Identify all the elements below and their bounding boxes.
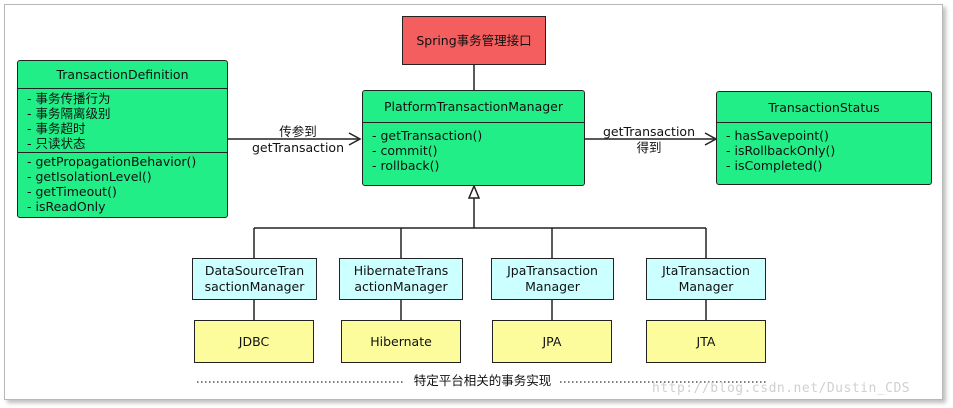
attribute-item: - 事务隔离级别 xyxy=(27,106,111,121)
transaction-definition-methods: - getPropagationBehavior() - getIsolatio… xyxy=(18,152,227,214)
method-item: - rollback() xyxy=(372,158,440,173)
method-item: - commit() xyxy=(372,143,438,158)
transaction-definition-box: TransactionDefinition - 事务传播行为 - 事务隔离级别 … xyxy=(17,60,228,218)
pass-param-line: getTransaction xyxy=(251,140,345,155)
manager-name-line: HibernateTrans xyxy=(353,263,449,278)
footer-note: 特定平台相关的事务实现 xyxy=(413,373,552,388)
method-item: - getIsolationLevel() xyxy=(27,169,152,184)
get-status-line: getTransaction xyxy=(602,124,696,139)
method-item: - isReadOnly xyxy=(27,199,106,214)
datasource-transaction-manager-box: DataSourceTran sactionManager xyxy=(192,258,317,300)
manager-name-line: Manager xyxy=(678,279,734,294)
method-item: - getTimeout() xyxy=(27,184,117,199)
jta-box: JTA xyxy=(646,320,766,363)
attribute-item: - 只读状态 xyxy=(27,136,86,151)
manager-name-line: JtaTransaction xyxy=(662,263,750,278)
platform-transaction-manager-box: PlatformTransactionManager - getTransact… xyxy=(362,90,585,186)
method-item: - isRollbackOnly() xyxy=(726,143,836,158)
spring-interface-box: Spring事务管理接口 xyxy=(402,16,546,65)
tech-label: JTA xyxy=(696,333,716,349)
transaction-definition-title: TransactionDefinition xyxy=(18,61,227,89)
method-item: - isCompleted() xyxy=(726,158,823,173)
jta-transaction-manager-box: JtaTransaction Manager xyxy=(646,258,766,300)
method-item: - getPropagationBehavior() xyxy=(27,154,197,169)
jdbc-box: JDBC xyxy=(194,320,314,363)
definition-arrowhead xyxy=(348,132,362,146)
get-status-line: 得到 xyxy=(636,140,662,155)
pass-param-line: 传参到 xyxy=(279,124,317,139)
spring-interface-label: Spring事务管理接口 xyxy=(416,32,532,48)
jpa-transaction-manager-box: JpaTransaction Manager xyxy=(491,258,614,300)
transaction-definition-attributes: - 事务传播行为 - 事务隔离级别 - 事务超时 - 只读状态 xyxy=(18,89,227,152)
pass-param-label: 传参到 getTransaction xyxy=(246,124,350,156)
manager-name-line: DataSourceTran xyxy=(204,263,305,278)
transaction-status-box: TransactionStatus - hasSavepoint() - isR… xyxy=(716,91,932,185)
jpa-box: JPA xyxy=(492,320,612,363)
manager-name-line: actionManager xyxy=(354,279,448,294)
hibernate-box: Hibernate xyxy=(341,320,461,363)
platform-transaction-manager-methods: - getTransaction() - commit() - rollback… xyxy=(363,123,584,173)
method-item: - hasSavepoint() xyxy=(726,128,829,143)
method-item: - getTransaction() xyxy=(372,128,483,143)
tech-label: JDBC xyxy=(238,333,270,349)
inheritance-triangle xyxy=(467,184,481,199)
watermark-text: http://blog.csdn.net/Dustin_CDS xyxy=(652,381,911,396)
manager-name-line: JpaTransaction xyxy=(507,263,598,278)
transaction-status-title: TransactionStatus xyxy=(717,92,931,123)
attribute-item: - 事务超时 xyxy=(27,121,86,136)
transaction-status-methods: - hasSavepoint() - isRollbackOnly() - is… xyxy=(717,123,931,173)
platform-transaction-manager-title: PlatformTransactionManager xyxy=(363,91,584,123)
tech-label: JPA xyxy=(542,333,562,349)
attribute-item: - 事务传播行为 xyxy=(27,91,111,106)
manager-name-line: sactionManager xyxy=(204,279,305,294)
tech-label: Hibernate xyxy=(370,333,432,349)
get-status-label: getTransaction 得到 xyxy=(596,124,702,156)
manager-name-line: Manager xyxy=(525,279,580,294)
hibernate-transaction-manager-box: HibernateTrans actionManager xyxy=(339,258,463,300)
